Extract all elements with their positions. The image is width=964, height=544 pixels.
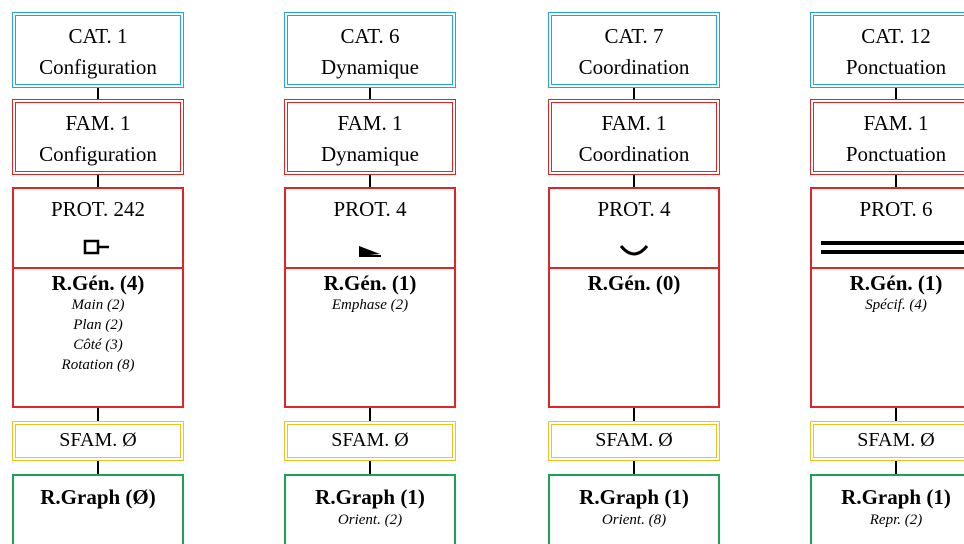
connector — [97, 457, 99, 479]
category-number: CAT. 1 — [68, 24, 128, 48]
family-name: Ponctuation — [845, 142, 947, 166]
graphic-rule-item: Repr. (2) — [869, 512, 923, 528]
general-rules-title: R.Gén. (0) — [587, 271, 681, 295]
graphic-rules-box: R.Graph (Ø) — [12, 474, 184, 544]
family-number: FAM. 1 — [337, 111, 403, 135]
family-number: FAM. 1 — [65, 111, 131, 135]
subfamily-box: SFAM. Ø — [284, 421, 456, 461]
graphic-rules-title: R.Graph (1) — [579, 485, 689, 509]
prototype-box: PROT. 6 R.Gén. (1) Spécif. (4) — [810, 187, 964, 408]
family-name: Dynamique — [321, 142, 419, 166]
emphasis-wedge-icon — [286, 231, 454, 263]
connector — [369, 171, 371, 191]
graphic-rules-box: R.Graph (1) Orient. (8) — [548, 474, 720, 544]
family-box: FAM. 1 Dynamique — [284, 99, 456, 175]
category-box: CAT. 1 Configuration — [12, 12, 184, 88]
family-number: FAM. 1 — [601, 111, 667, 135]
connector — [369, 84, 371, 104]
connector — [895, 404, 897, 426]
connector — [633, 404, 635, 426]
category-box: CAT. 12 Ponctuation — [810, 12, 964, 88]
general-rule-item: Rotation (8) — [61, 357, 135, 373]
column-cat-7: CAT. 7 Coordination FAM. 1 Coordination … — [548, 0, 720, 544]
graphic-rules-box: R.Graph (1) Orient. (2) — [284, 474, 456, 544]
subfamily-box: SFAM. Ø — [548, 421, 720, 461]
category-name: Configuration — [39, 55, 157, 79]
category-name: Ponctuation — [845, 55, 947, 79]
general-rules-title: R.Gén. (4) — [51, 271, 145, 295]
prototype-box: PROT. 4 R.Gén. (1) Emphase (2) — [284, 187, 456, 408]
family-box: FAM. 1 Ponctuation — [810, 99, 964, 175]
connector — [895, 457, 897, 479]
family-name: Coordination — [578, 142, 690, 166]
graphic-rules-title: R.Graph (Ø) — [40, 485, 156, 509]
general-rule-item: Emphase (2) — [331, 297, 409, 313]
general-rules-title: R.Gén. (1) — [323, 271, 417, 295]
family-name: Configuration — [39, 142, 157, 166]
prototype-label: PROT. 4 — [333, 197, 407, 221]
connector — [895, 84, 897, 104]
general-rules-title: R.Gén. (1) — [849, 271, 943, 295]
column-cat-6: CAT. 6 Dynamique FAM. 1 Dynamique PROT. … — [284, 0, 456, 544]
column-cat-1: CAT. 1 Configuration FAM. 1 Configuratio… — [12, 0, 184, 544]
arc-curve-icon — [550, 231, 718, 263]
prototype-box: PROT. 242 R.Gén. (4) Main (2) Plan (2) C… — [12, 187, 184, 408]
subfamily-label: SFAM. Ø — [59, 429, 137, 451]
double-line-icon — [812, 231, 964, 263]
subfamily-label: SFAM. Ø — [857, 429, 935, 451]
connector — [97, 84, 99, 104]
connector — [633, 171, 635, 191]
subfamily-box: SFAM. Ø — [12, 421, 184, 461]
category-name: Dynamique — [321, 55, 419, 79]
column-cat-12: CAT. 12 Ponctuation FAM. 1 Ponctuation P… — [810, 0, 964, 544]
connector — [97, 404, 99, 426]
subfamily-label: SFAM. Ø — [331, 429, 409, 451]
connector — [895, 171, 897, 191]
category-number: CAT. 6 — [340, 24, 400, 48]
family-box: FAM. 1 Configuration — [12, 99, 184, 175]
subfamily-box: SFAM. Ø — [810, 421, 964, 461]
category-box: CAT. 6 Dynamique — [284, 12, 456, 88]
graphic-rules-title: R.Graph (1) — [315, 485, 425, 509]
square-with-tail-icon — [14, 231, 182, 263]
general-rule-item: Plan (2) — [73, 317, 123, 333]
connector — [633, 84, 635, 104]
connector — [369, 404, 371, 426]
general-rule-item: Spécif. (4) — [865, 297, 927, 313]
category-number: CAT. 12 — [861, 24, 931, 48]
prototype-label: PROT. 4 — [597, 197, 671, 221]
connector — [97, 171, 99, 191]
general-rule-item: Côté (3) — [73, 337, 123, 353]
graphic-rules-box: R.Graph (1) Repr. (2) — [810, 474, 964, 544]
prototype-box: PROT. 4 R.Gén. (0) — [548, 187, 720, 408]
graphic-rule-item: Orient. (2) — [337, 512, 403, 528]
category-name: Coordination — [578, 55, 690, 79]
graphic-rules-title: R.Graph (1) — [841, 485, 951, 509]
prototype-label: PROT. 6 — [859, 197, 933, 221]
category-number: CAT. 7 — [604, 24, 664, 48]
graphic-rule-item: Orient. (8) — [601, 512, 667, 528]
general-rule-item: Main (2) — [71, 297, 125, 313]
family-box: FAM. 1 Coordination — [548, 99, 720, 175]
connector — [633, 457, 635, 479]
category-box: CAT. 7 Coordination — [548, 12, 720, 88]
family-number: FAM. 1 — [863, 111, 929, 135]
connector — [369, 457, 371, 479]
prototype-label: PROT. 242 — [50, 197, 146, 221]
subfamily-label: SFAM. Ø — [595, 429, 673, 451]
